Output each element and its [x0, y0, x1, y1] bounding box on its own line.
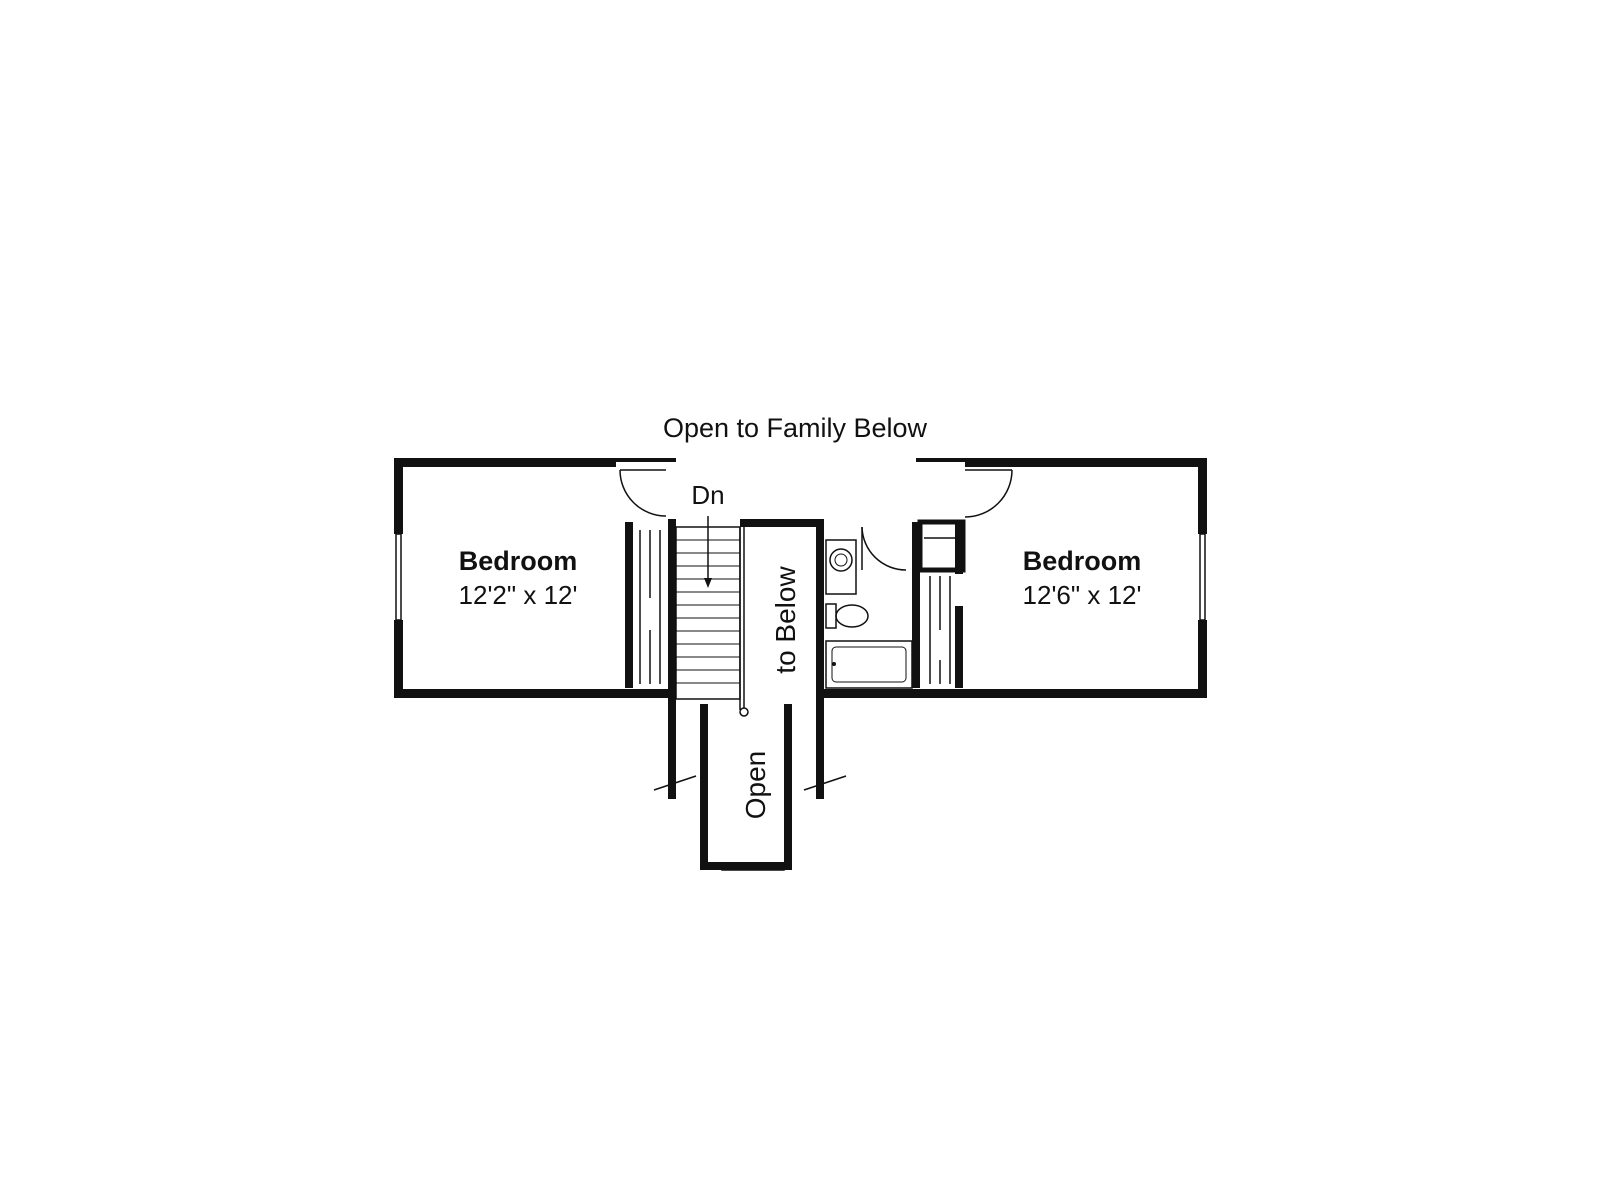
toilet-icon — [825, 603, 869, 629]
bathtub-icon — [825, 640, 913, 689]
stairs-down-label: Dn — [691, 480, 724, 510]
to-below-label: to Below — [770, 566, 801, 674]
sink-icon — [829, 548, 853, 572]
right-bedroom-name: Bedroom — [1023, 546, 1142, 576]
open-label: Open — [740, 751, 771, 820]
left-bedroom-dimensions: 12'2" x 12' — [459, 580, 578, 610]
stairs — [675, 526, 749, 717]
exterior-walls — [394, 458, 1207, 698]
down-arrow-icon — [704, 516, 712, 588]
open-to-family-below-label: Open to Family Below — [663, 413, 928, 443]
break-lines — [653, 775, 847, 791]
left-bedroom-name: Bedroom — [459, 546, 578, 576]
interior-walls — [625, 519, 966, 870]
closets — [639, 530, 960, 684]
right-bedroom-dimensions: 12'6" x 12' — [1023, 580, 1142, 610]
door-swings — [619, 469, 1013, 571]
bathroom-fixtures — [825, 539, 913, 689]
